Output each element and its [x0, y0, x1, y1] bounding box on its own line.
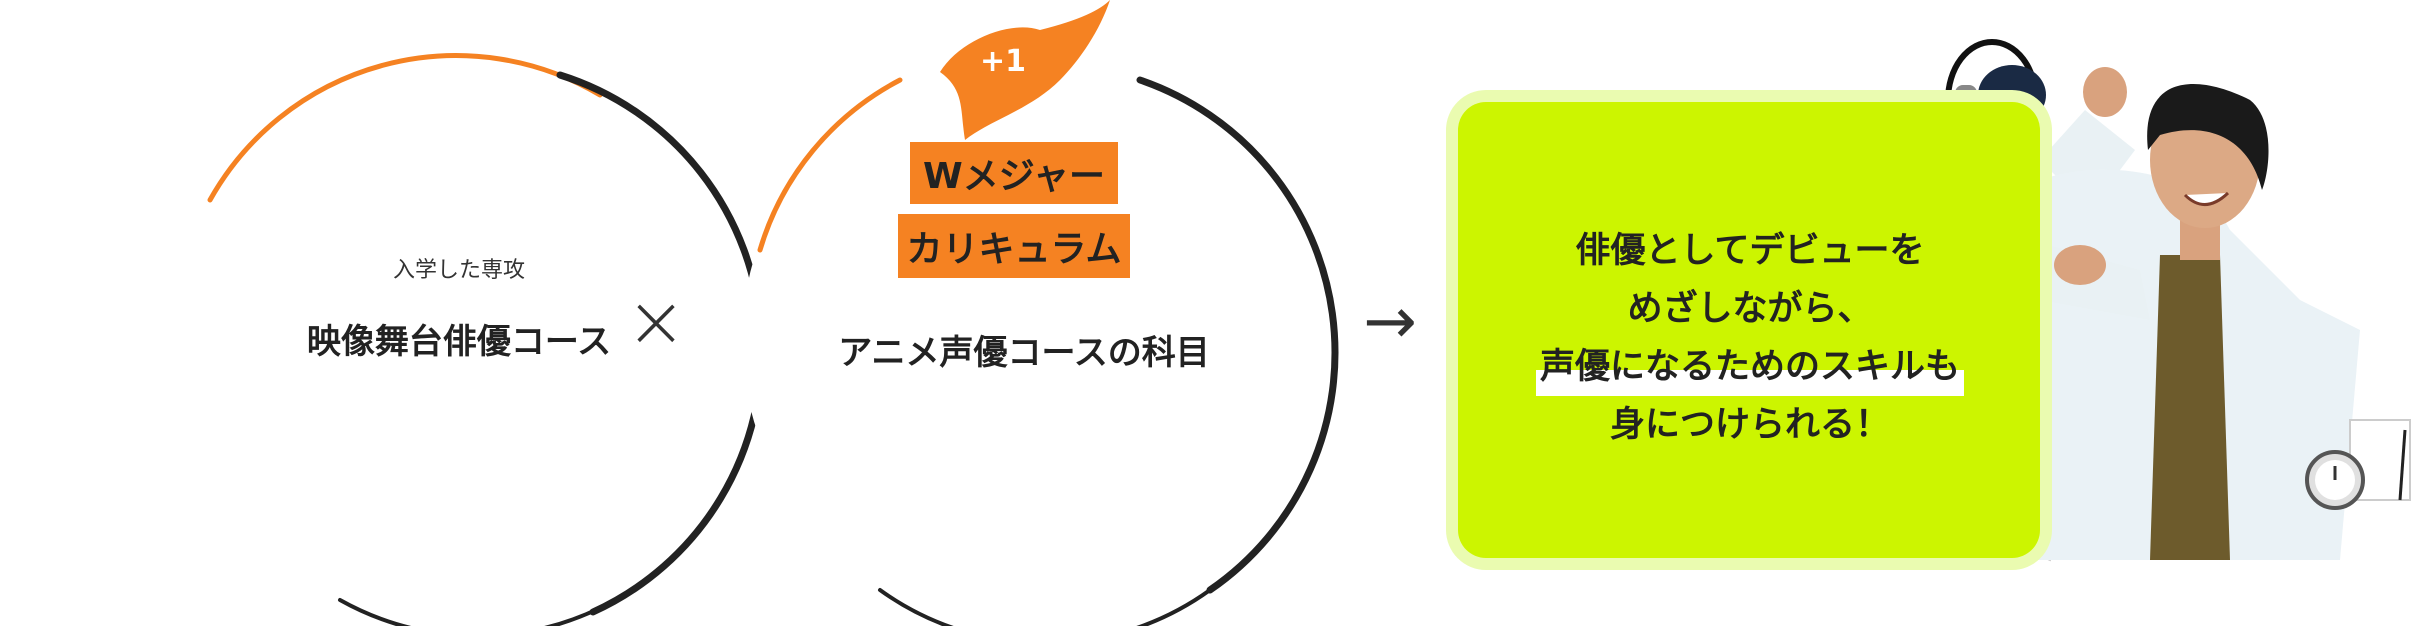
- arrow-right-icon: →: [1363, 285, 1417, 359]
- swoosh-badge-shape: [940, 0, 1110, 140]
- result-text: 俳優としてデビューを めざしながら、 声優になるためのスキルも 身につけられる！: [1535, 222, 1965, 454]
- result-line-2: めざしながら、: [1627, 289, 1873, 329]
- plus-one-badge: +1: [979, 44, 1027, 79]
- result-box: [1458, 102, 2040, 558]
- circle-right: [742, 58, 1339, 626]
- person-illustration: [2010, 67, 2360, 560]
- result-line-1: 俳優としてデビューを: [1575, 231, 1925, 271]
- w-major-tag: Wメジャー: [910, 142, 1118, 204]
- right-circle-title: アニメ声優コースの科目: [838, 333, 1210, 373]
- result-line-3: 声優になるためのスキルも: [1535, 338, 1965, 396]
- result-line-4: 身につけられる！: [1609, 405, 1891, 445]
- left-circle-title: 映像舞台俳優コース: [306, 322, 612, 362]
- left-circle-subtitle: 入学した専攻: [392, 258, 526, 283]
- curriculum-tag: カリキュラム: [898, 214, 1130, 278]
- times-operator: ×: [625, 279, 687, 363]
- stopwatch-icon: [2305, 419, 2411, 510]
